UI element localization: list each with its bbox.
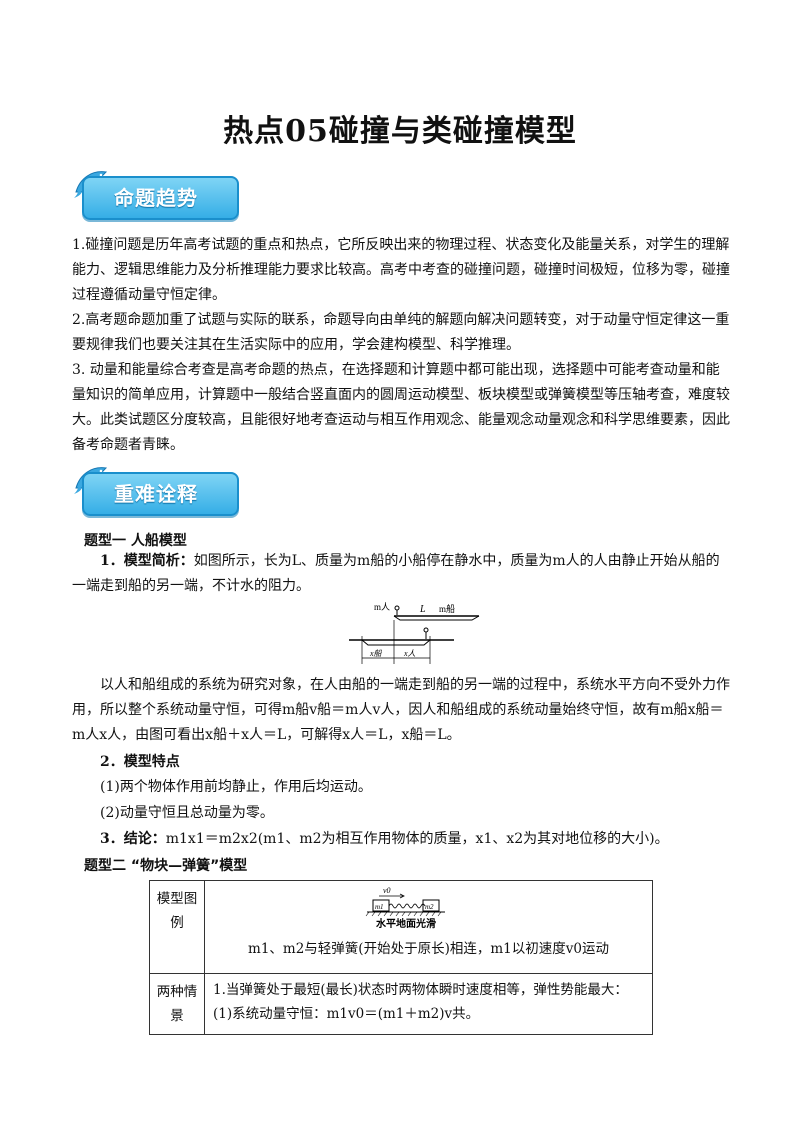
trend-paragraph: 1.碰撞问题是历年高考试题的重点和热点，它所反映出来的物理过程、状态变化及能量关… — [72, 237, 730, 303]
feature-item: (1)两个物体作用前均静止，作用后均运动。 — [100, 779, 372, 795]
fig-label-v0: v0 — [383, 886, 391, 895]
trend-badge: 命题趋势 — [72, 166, 239, 222]
table-row: 两种情景 1.当弹簧处于最短(最长)状态时两物体瞬时速度相等，弹性势能最大： (… — [149, 973, 653, 1035]
type1-heading: 题型一 人船模型 — [84, 533, 187, 549]
conclusion-line: 3．结论：m1x1＝m2x2(m1、m2为相互作用物体的质量，x1、x2为其对地… — [72, 827, 732, 852]
fig-label-ground: 水平地面光滑 — [375, 917, 436, 929]
analysis-label: 1．模型简析： — [100, 553, 194, 569]
conclusion-text: m1x1＝m2x2(m1、m2为相互作用物体的质量，x1、x2为其对地位移的大小… — [165, 831, 669, 847]
row-content: v0 m1 m2 水平地面光滑 m1、m2与轻弹簧(开始处于原长)相连，m1以初… — [204, 880, 653, 974]
row-label: 两种情景 — [149, 973, 205, 1035]
row-label: 模型图例 — [149, 880, 205, 974]
trend-badge-label: 命题趋势 — [114, 186, 198, 210]
trend-badge-pill: 命题趋势 — [82, 176, 239, 220]
person-boat-figure: m人 L m船 x船 x人 — [349, 602, 480, 664]
fig-label-L: L — [419, 604, 426, 615]
key-badge-pill: 重难诠释 — [82, 472, 239, 516]
feature-item: (2)动量守恒且总动量为零。 — [100, 805, 274, 821]
fig-label-x-person: x人 — [403, 649, 416, 658]
trend-section: 1.碰撞问题是历年高考试题的重点和热点，它所反映出来的物理过程、状态变化及能量关… — [72, 233, 732, 458]
analysis-text: 如图所示，长为L、质量为m船的小船停在静水中，质量为m人的人由静止开始从船的一端… — [72, 553, 720, 594]
page-title: 热点05碰撞与类碰撞模型 — [223, 114, 577, 149]
fig-label-m2: m2 — [425, 903, 434, 911]
row-line: 1.当弹簧处于最短(最长)状态时两物体瞬时速度相等，弹性势能最大： — [213, 982, 628, 998]
key-badge: 重难诠释 — [72, 462, 239, 518]
row-content: 1.当弹簧处于最短(最长)状态时两物体瞬时速度相等，弹性势能最大： (1)系统动… — [204, 973, 653, 1035]
fig-label-x-boat: x船 — [369, 649, 383, 658]
trend-paragraph: 2.高考题命题加重了试题与实际的联系，命题导向由单纯的解题向解决问题转变，对于动… — [72, 312, 730, 353]
trend-paragraph: 3. 动量和能量综合考查是高考命题的热点，在选择题和计算题中都可能出现，选择题中… — [72, 362, 730, 453]
row-text: m1、m2与轻弹簧(开始处于原长)相连，m1以初速度v0运动 — [248, 941, 609, 957]
model-table: 模型图例 v0 m1 m2 水平地面光滑 m1、m2与轻弹簧(开始处于原长)相连… — [149, 880, 653, 1035]
fig-label-m-person: m人 — [374, 602, 390, 612]
key-badge-label: 重难诠释 — [114, 482, 198, 506]
type1-analysis: 1．模型简析：如图所示，长为L、质量为m船的小船停在静水中，质量为m人的人由静止… — [72, 549, 732, 599]
row-line: (1)系统动量守恒：m1v0＝(m1＋m2)v共。 — [213, 1006, 480, 1022]
conclusion-label: 3．结论： — [100, 831, 166, 847]
type2-heading: 题型二 “物块—弹簧”模型 — [84, 858, 248, 874]
block-spring-figure: v0 m1 m2 水平地面光滑 — [365, 886, 445, 930]
type1-explanation: 以人和船组成的系统为研究对象，在人由船的一端走到船的另一端的过程中，系统水平方向… — [72, 677, 730, 743]
table-row: 模型图例 v0 m1 m2 水平地面光滑 m1、m2与轻弹簧(开始处于原长)相连… — [149, 880, 653, 974]
features-label: 2．模型特点 — [100, 754, 180, 770]
fig-label-m-boat: m船 — [439, 603, 455, 614]
fig-label-m1: m1 — [375, 903, 384, 911]
